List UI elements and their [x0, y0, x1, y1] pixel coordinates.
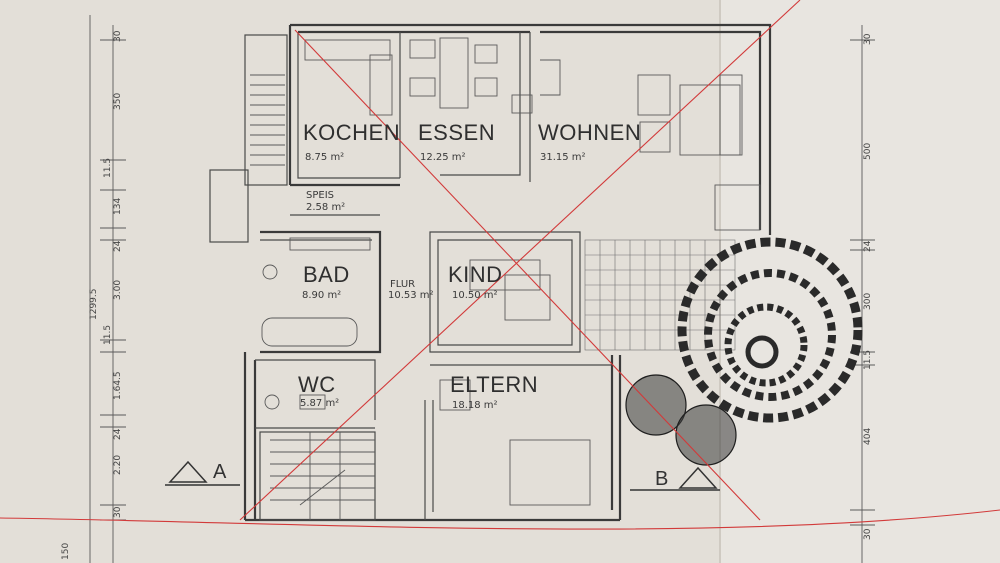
dim-label: 24: [113, 428, 123, 440]
room-area-essen: 12.25 m²: [420, 152, 466, 163]
right-dimension-chain: 30 500 24 300 11.5 404 30: [850, 25, 875, 563]
red-crossout: [0, 0, 1000, 530]
dim-label: 11.5: [103, 325, 113, 345]
room-area-eltern: 18.18 m²: [452, 400, 498, 411]
dim-label: 2.20: [113, 455, 123, 475]
dim-label: 1.64.5: [113, 371, 123, 400]
garden-tree-symbol: [677, 237, 863, 423]
room-label-kind: KIND: [448, 262, 503, 287]
left-dimension-chain: 30 350 11.5 134 24 3.00 11.5 1.64.5 24 2…: [61, 15, 126, 563]
room-area-bad: 8.90 m²: [302, 290, 341, 301]
shrub-symbols: [625, 374, 737, 466]
dim-label: 30: [863, 528, 873, 540]
furniture: [261, 37, 761, 506]
dim-label: 30: [113, 506, 123, 518]
interior-walls: [255, 32, 612, 520]
dim-label: 3.00: [113, 280, 123, 300]
paper-fold-panel: [720, 0, 1000, 563]
dim-label: 11.5: [103, 158, 113, 178]
dim-label: 350: [113, 93, 123, 110]
dim-label: 24: [863, 240, 873, 252]
room-area-wc: 5.87 m²: [300, 398, 339, 409]
dim-total-label: 1299.5: [89, 289, 99, 321]
dim-label: 24: [113, 240, 123, 252]
outer-walls: [243, 23, 772, 522]
section-label-b: B: [655, 468, 668, 490]
room-label-wc: WC: [298, 372, 336, 397]
room-label-speis: SPEIS: [306, 190, 334, 201]
room-area-kind: 10.50 m²: [452, 290, 498, 301]
room-label-flur: FLUR: [390, 279, 415, 290]
room-area-wohnen: 31.15 m²: [540, 152, 586, 163]
dim-label: 500: [863, 143, 873, 160]
room-label-wohnen: WOHNEN: [538, 120, 641, 145]
dim-label: 11.5: [863, 350, 873, 370]
room-label-kochen: KOCHEN: [303, 120, 400, 145]
section-marker-a: A: [165, 460, 240, 486]
room-label-eltern: ELTERN: [450, 372, 538, 397]
room-label-essen: ESSEN: [418, 120, 495, 145]
room-area-flur: 10.53 m²: [388, 290, 434, 301]
terrace-paving: [584, 239, 736, 351]
room-label-bad: BAD: [303, 262, 350, 287]
room-area-kochen: 8.75 m²: [305, 152, 344, 163]
section-marker-b: B: [630, 466, 720, 491]
entrance-stair-left: [209, 34, 288, 243]
dim-label: 30: [863, 33, 873, 45]
dim-label: 300: [863, 293, 873, 310]
section-label-a: A: [213, 461, 227, 483]
dim-label: 404: [863, 428, 873, 445]
dim-label: 30: [113, 30, 123, 42]
dim-label: 134: [113, 198, 123, 215]
dim-label: 150: [61, 543, 71, 560]
room-area-speis: 2.58 m²: [306, 202, 345, 213]
